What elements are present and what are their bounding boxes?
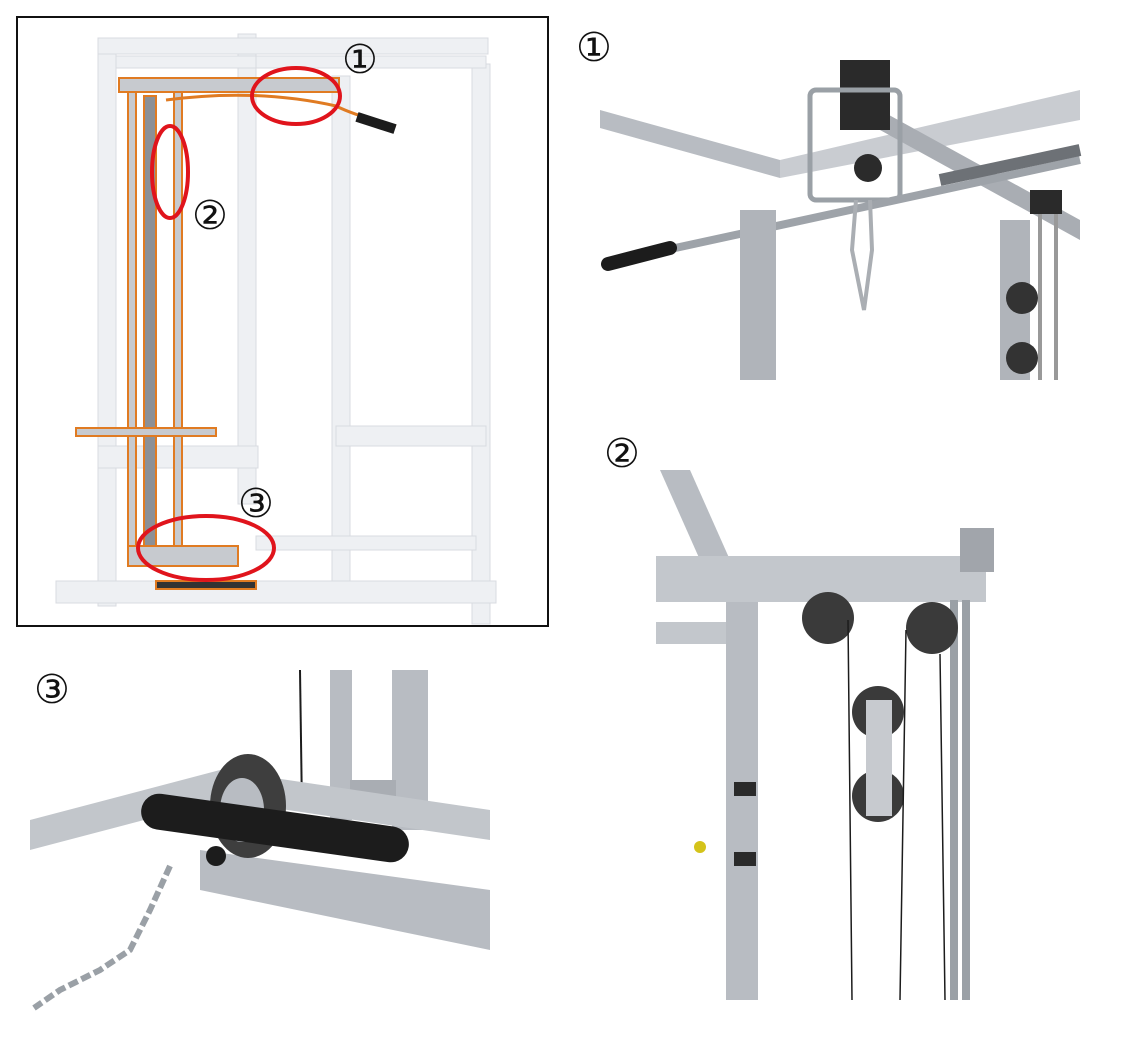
overview-callout-2: ② (192, 193, 228, 239)
overview-panel: ① ② ③ (16, 16, 549, 627)
highlight-ring-top-pulley (250, 66, 342, 126)
detail-top-pulley-panel: ① (560, 20, 1100, 380)
overview-callout-1: ① (342, 37, 378, 83)
top-pulley-photo (600, 60, 1082, 380)
power-rack-frame (55, 33, 497, 625)
power-rack-overview-drawing (16, 16, 549, 627)
detail-low-row-panel: ③ (20, 660, 500, 1020)
highlight-ring-pulley-block (150, 124, 190, 220)
lat-pulldown-attachment (75, 77, 340, 590)
detail-1-callout: ① (576, 25, 612, 71)
detail-2-callout: ② (604, 431, 640, 477)
highlight-ring-low-row (136, 514, 276, 582)
overview-border (16, 16, 549, 627)
lat-bar-grip (355, 112, 397, 134)
detail-3-callout: ③ (34, 667, 70, 713)
overview-callout-3: ③ (238, 481, 274, 527)
detail-pulley-block-panel: ② (600, 430, 1000, 1000)
pulley-block-photo (656, 470, 994, 1000)
low-row-roller-photo (30, 669, 490, 1011)
